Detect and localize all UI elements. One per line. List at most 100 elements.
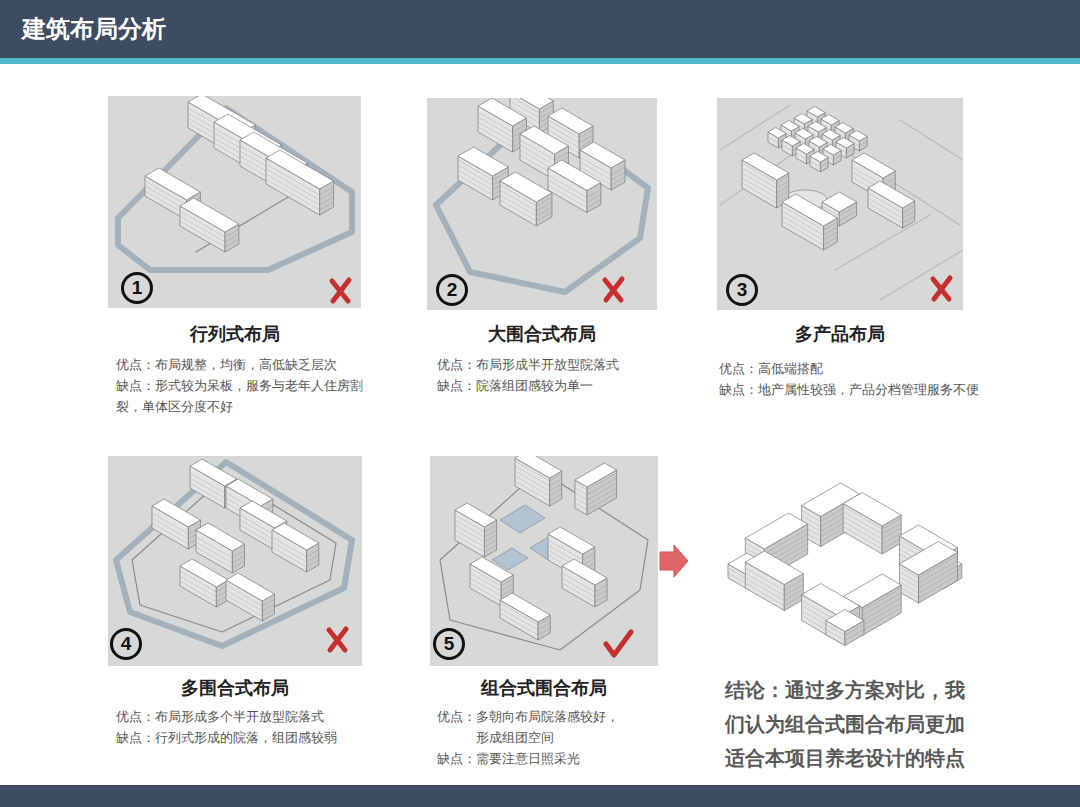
- reject-mark: [934, 278, 950, 299]
- building-roof: [843, 493, 901, 527]
- building-roof: [745, 513, 807, 549]
- floor-line: [784, 585, 803, 596]
- floor-line: [919, 576, 958, 599]
- building-roof: [802, 584, 860, 618]
- building-roof: [562, 559, 607, 585]
- option-title: 多产品布局: [717, 322, 963, 346]
- building-roof: [782, 194, 837, 226]
- building-roof: [500, 172, 552, 202]
- callout-number: 5: [433, 628, 465, 660]
- floor-line: [882, 528, 901, 539]
- building-block: [180, 559, 228, 607]
- floor-line: [500, 200, 536, 221]
- floor-line: [611, 172, 625, 180]
- building-roof: [272, 523, 319, 550]
- callout-number: 3: [726, 274, 758, 306]
- pros-cons-text: 缺点：需要注意日照采光: [437, 748, 625, 769]
- site-line: [880, 250, 963, 300]
- building-roof: [849, 131, 867, 142]
- conclusion-text: 结论：通过多方案对比，我们认为组合式围合布局更加适合本项目养老设计的特点: [725, 673, 975, 775]
- building-roof: [500, 593, 550, 622]
- building-roof: [822, 130, 840, 141]
- floor-line: [824, 237, 838, 245]
- site-line: [720, 135, 960, 225]
- floor-line: [320, 202, 334, 210]
- callout-number: 1: [121, 272, 153, 304]
- reject-mark: [330, 629, 346, 650]
- site-line: [835, 215, 930, 270]
- site-road: [118, 108, 352, 270]
- option-notes: 优点：高低端搭配缺点：地产属性较强，产品分档管理服务不便: [719, 358, 989, 400]
- massing-group: [116, 459, 352, 650]
- direction-arrow: [660, 545, 688, 577]
- floor-line: [579, 135, 593, 143]
- building-block: [745, 551, 803, 611]
- option-title: 组合式围合布局: [430, 676, 658, 700]
- building-block: [826, 610, 864, 646]
- building-block: [899, 542, 957, 604]
- building-roof: [836, 138, 854, 149]
- building-roof: [240, 501, 287, 528]
- floor-line: [810, 161, 820, 167]
- option-notes: 优点：布局形成多个半开放型院落式缺点：行列式形成的院落，组团感较弱: [116, 706, 366, 748]
- floor-line: [868, 203, 903, 223]
- building-roof: [807, 107, 825, 118]
- floor-line: [595, 585, 607, 592]
- pros-cons-text: 缺点：行列式形成的院落，组团感较弱: [116, 727, 366, 748]
- callout-number-text: 2: [447, 280, 458, 300]
- floor-line: [320, 192, 334, 200]
- pros-cons-text: 缺点：院落组团感较为单一: [437, 375, 667, 396]
- building-roof: [794, 114, 812, 125]
- floor-line: [478, 122, 513, 142]
- floor-line: [225, 239, 239, 247]
- floor-line: [843, 527, 882, 550]
- floor-line: [782, 221, 824, 245]
- floor-line: [862, 608, 901, 631]
- floor-line: [587, 195, 601, 203]
- building-block: [548, 160, 601, 213]
- floor-line: [455, 530, 484, 547]
- floor-line: [611, 167, 625, 175]
- floor-line: [470, 578, 501, 596]
- building-roof: [478, 98, 526, 126]
- floor-line: [899, 577, 918, 588]
- building-roof: [226, 479, 273, 506]
- site-road: [116, 462, 352, 646]
- floor-line: [862, 603, 901, 626]
- floor-line: [320, 197, 334, 205]
- floor-line: [470, 583, 501, 601]
- floor-line: [784, 595, 803, 606]
- building-roof: [180, 198, 239, 232]
- floor-line: [272, 547, 307, 567]
- callout-number-text: 5: [444, 634, 455, 654]
- building-roof: [226, 573, 274, 601]
- building-roof: [455, 503, 497, 527]
- building-block: [515, 456, 562, 506]
- floor-line: [728, 573, 747, 584]
- building-block: [500, 593, 550, 640]
- building-roof: [190, 459, 237, 486]
- site-road: [436, 108, 648, 292]
- building-roof: [781, 121, 799, 132]
- building-roof: [145, 168, 200, 200]
- floor-line: [768, 137, 778, 143]
- floor-line: [515, 476, 550, 496]
- building-roof: [826, 610, 864, 632]
- building-roof: [575, 463, 617, 487]
- building-block: [843, 493, 901, 555]
- pros-cons-text: 优点：高低端搭配: [719, 358, 989, 379]
- building-block: [180, 198, 239, 252]
- massing-illustration: [427, 98, 657, 310]
- floor-line: [919, 571, 958, 594]
- building-roof: [822, 192, 857, 212]
- reject-mark: [605, 280, 621, 300]
- building-roof: [548, 160, 601, 191]
- floor-line: [548, 185, 587, 208]
- option-title: 行列式布局: [108, 322, 361, 346]
- site-line: [900, 120, 963, 160]
- pros-cons-text: 优点：布局规整，均衡，高低缺乏层次: [116, 354, 366, 375]
- building-roof: [742, 153, 789, 180]
- floor-line: [455, 525, 484, 542]
- building-roof: [266, 150, 334, 189]
- floor-line: [587, 493, 616, 510]
